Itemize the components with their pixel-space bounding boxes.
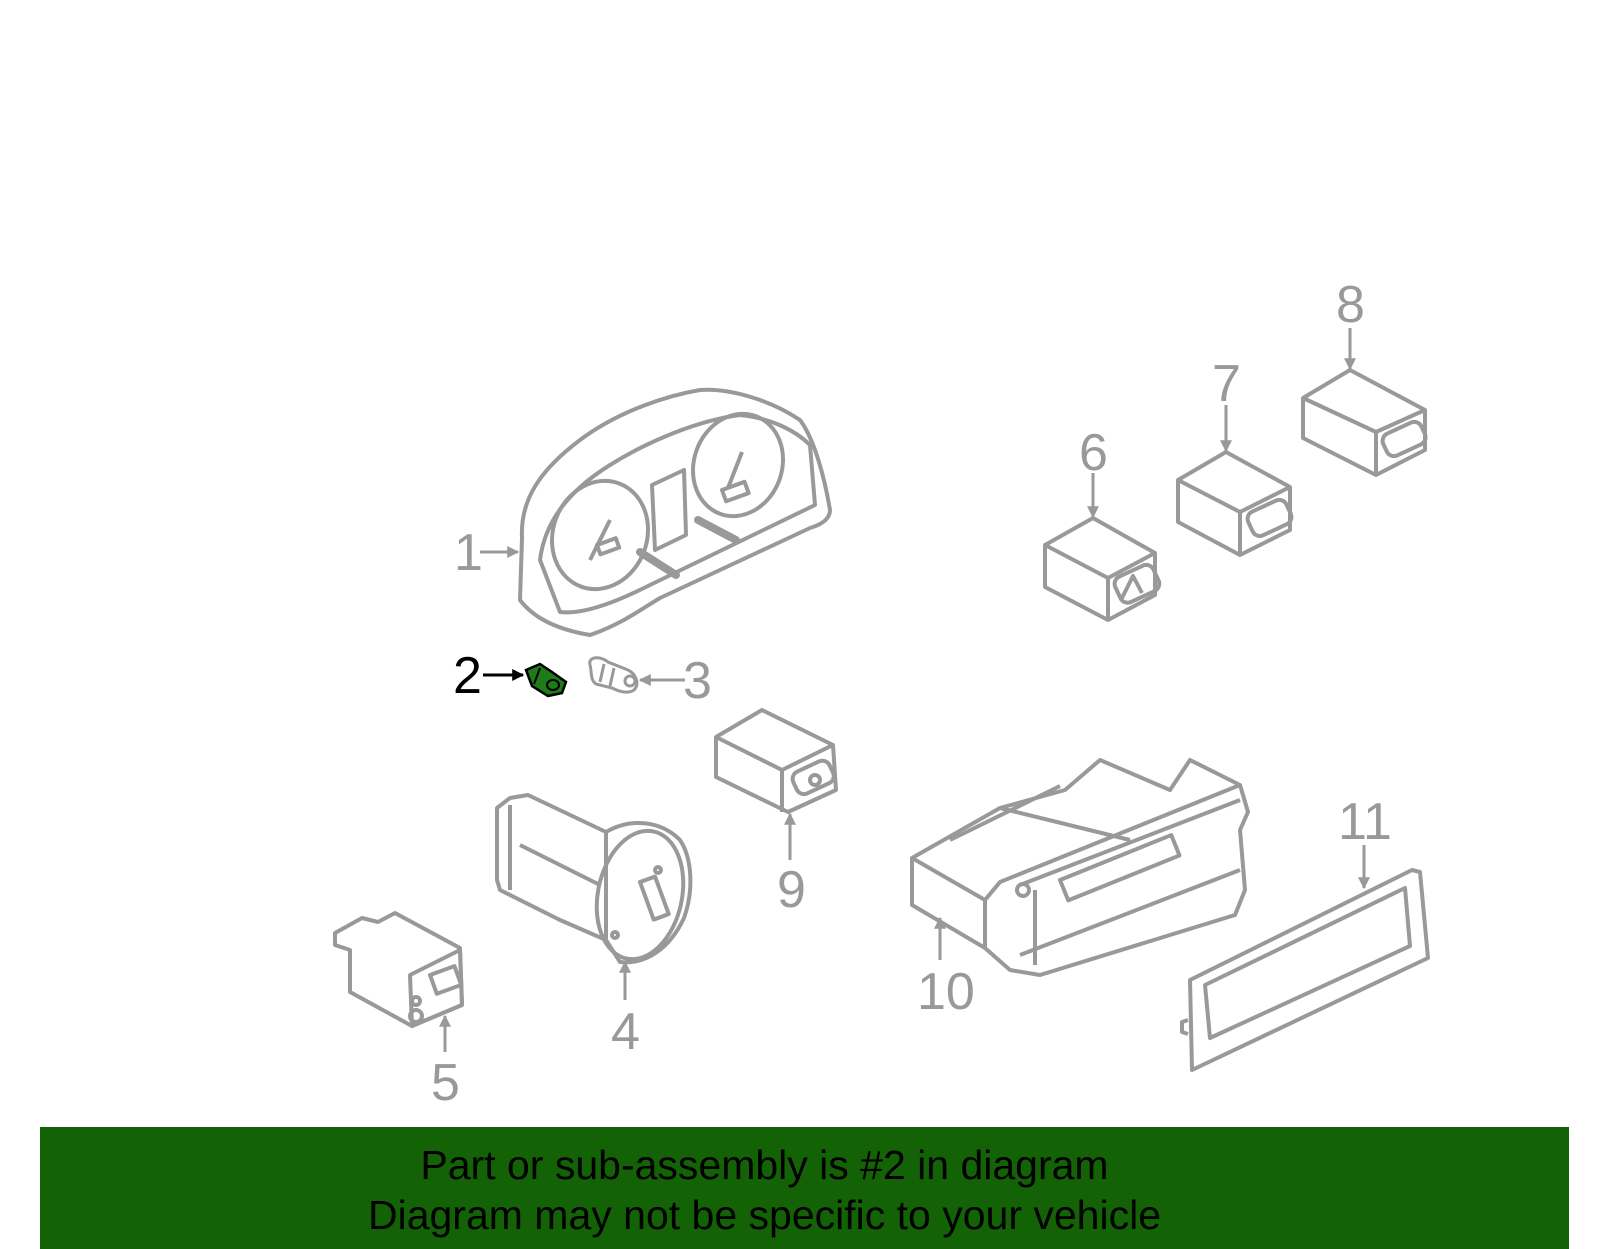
- callout-label-9[interactable]: 9: [777, 861, 806, 919]
- part-8-rocker-switch[interactable]: [1301, 368, 1428, 477]
- part-5-mirror-switch[interactable]: [333, 911, 464, 1028]
- part-3-bulb-holder[interactable]: [588, 656, 639, 694]
- part-1-instrument-cluster[interactable]: [518, 387, 832, 637]
- part-7-rocker-switch[interactable]: [1176, 450, 1294, 557]
- callout-label-7[interactable]: 7: [1212, 355, 1241, 413]
- callout-label-5[interactable]: 5: [431, 1054, 460, 1112]
- callout-label-1[interactable]: 1: [454, 524, 483, 582]
- callout-label-6[interactable]: 6: [1079, 424, 1108, 482]
- callout-label-3[interactable]: 3: [683, 652, 712, 710]
- callout-label-10[interactable]: 10: [917, 963, 975, 1021]
- part-10-climate-control-unit[interactable]: [910, 758, 1250, 977]
- part-6-hazard-switch[interactable]: [1043, 516, 1162, 622]
- callout-label-4[interactable]: 4: [611, 1003, 640, 1061]
- part-2-socket-highlighted[interactable]: [524, 662, 568, 698]
- banner-disclaimer: Diagram may not be specific to your vehi…: [367, 1192, 1161, 1238]
- callout-label-8[interactable]: 8: [1336, 276, 1365, 334]
- part-11-trim-bezel[interactable]: [1180, 868, 1430, 1072]
- banner-part-notice: Part or sub-assembly is #2 in diagram: [420, 1142, 1109, 1188]
- part-4-headlamp-switch[interactable]: [495, 793, 695, 967]
- info-banner: Part or sub-assembly is #2 in diagram Di…: [40, 1127, 1569, 1249]
- part-9-rocker-switch[interactable]: [714, 708, 838, 814]
- callout-label-11[interactable]: 11: [1338, 793, 1392, 851]
- callout-label-2-highlighted[interactable]: 2: [453, 647, 482, 705]
